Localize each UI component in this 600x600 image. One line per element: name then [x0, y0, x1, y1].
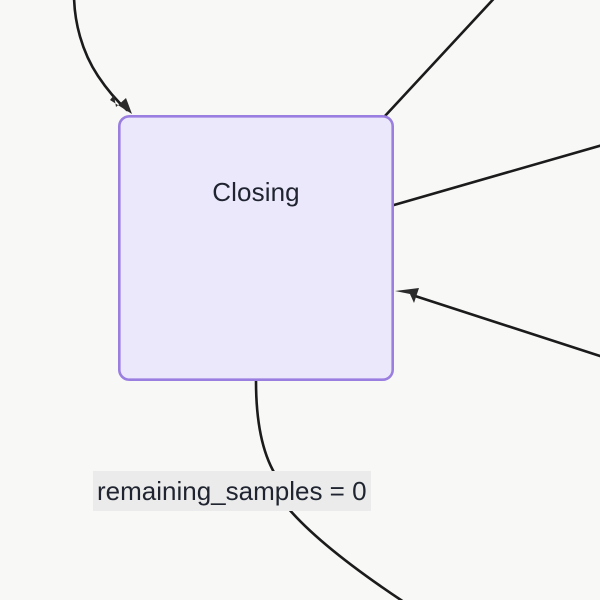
edge-right-lower-path [410, 293, 600, 358]
edge-right-upper[interactable] [392, 144, 600, 207]
edge-right-lower-arrowhead [395, 288, 419, 303]
edge-bottom[interactable] [254, 379, 410, 600]
edge-top-right-path [383, 0, 495, 118]
edge-label-remaining-samples-text: remaining_samples = 0 [97, 476, 367, 506]
edge-top-right[interactable] [383, 0, 500, 118]
edge-right-lower[interactable] [395, 288, 600, 358]
state-node-closing-label: Closing [212, 177, 300, 207]
state-node-closing-shape [118, 115, 394, 381]
edge-bottom-path-lower [286, 506, 404, 600]
edge-label-remaining-samples: remaining_samples = 0 [93, 471, 371, 511]
edge-in-top-left-arrowhead [110, 95, 132, 114]
edge-right-upper-path [392, 144, 600, 207]
edge-in-top-left[interactable] [72, 0, 132, 114]
edge-in-top-left-path [72, 0, 129, 112]
state-node-closing[interactable]: Closing [118, 115, 394, 381]
edge-bottom-path [254, 379, 277, 476]
